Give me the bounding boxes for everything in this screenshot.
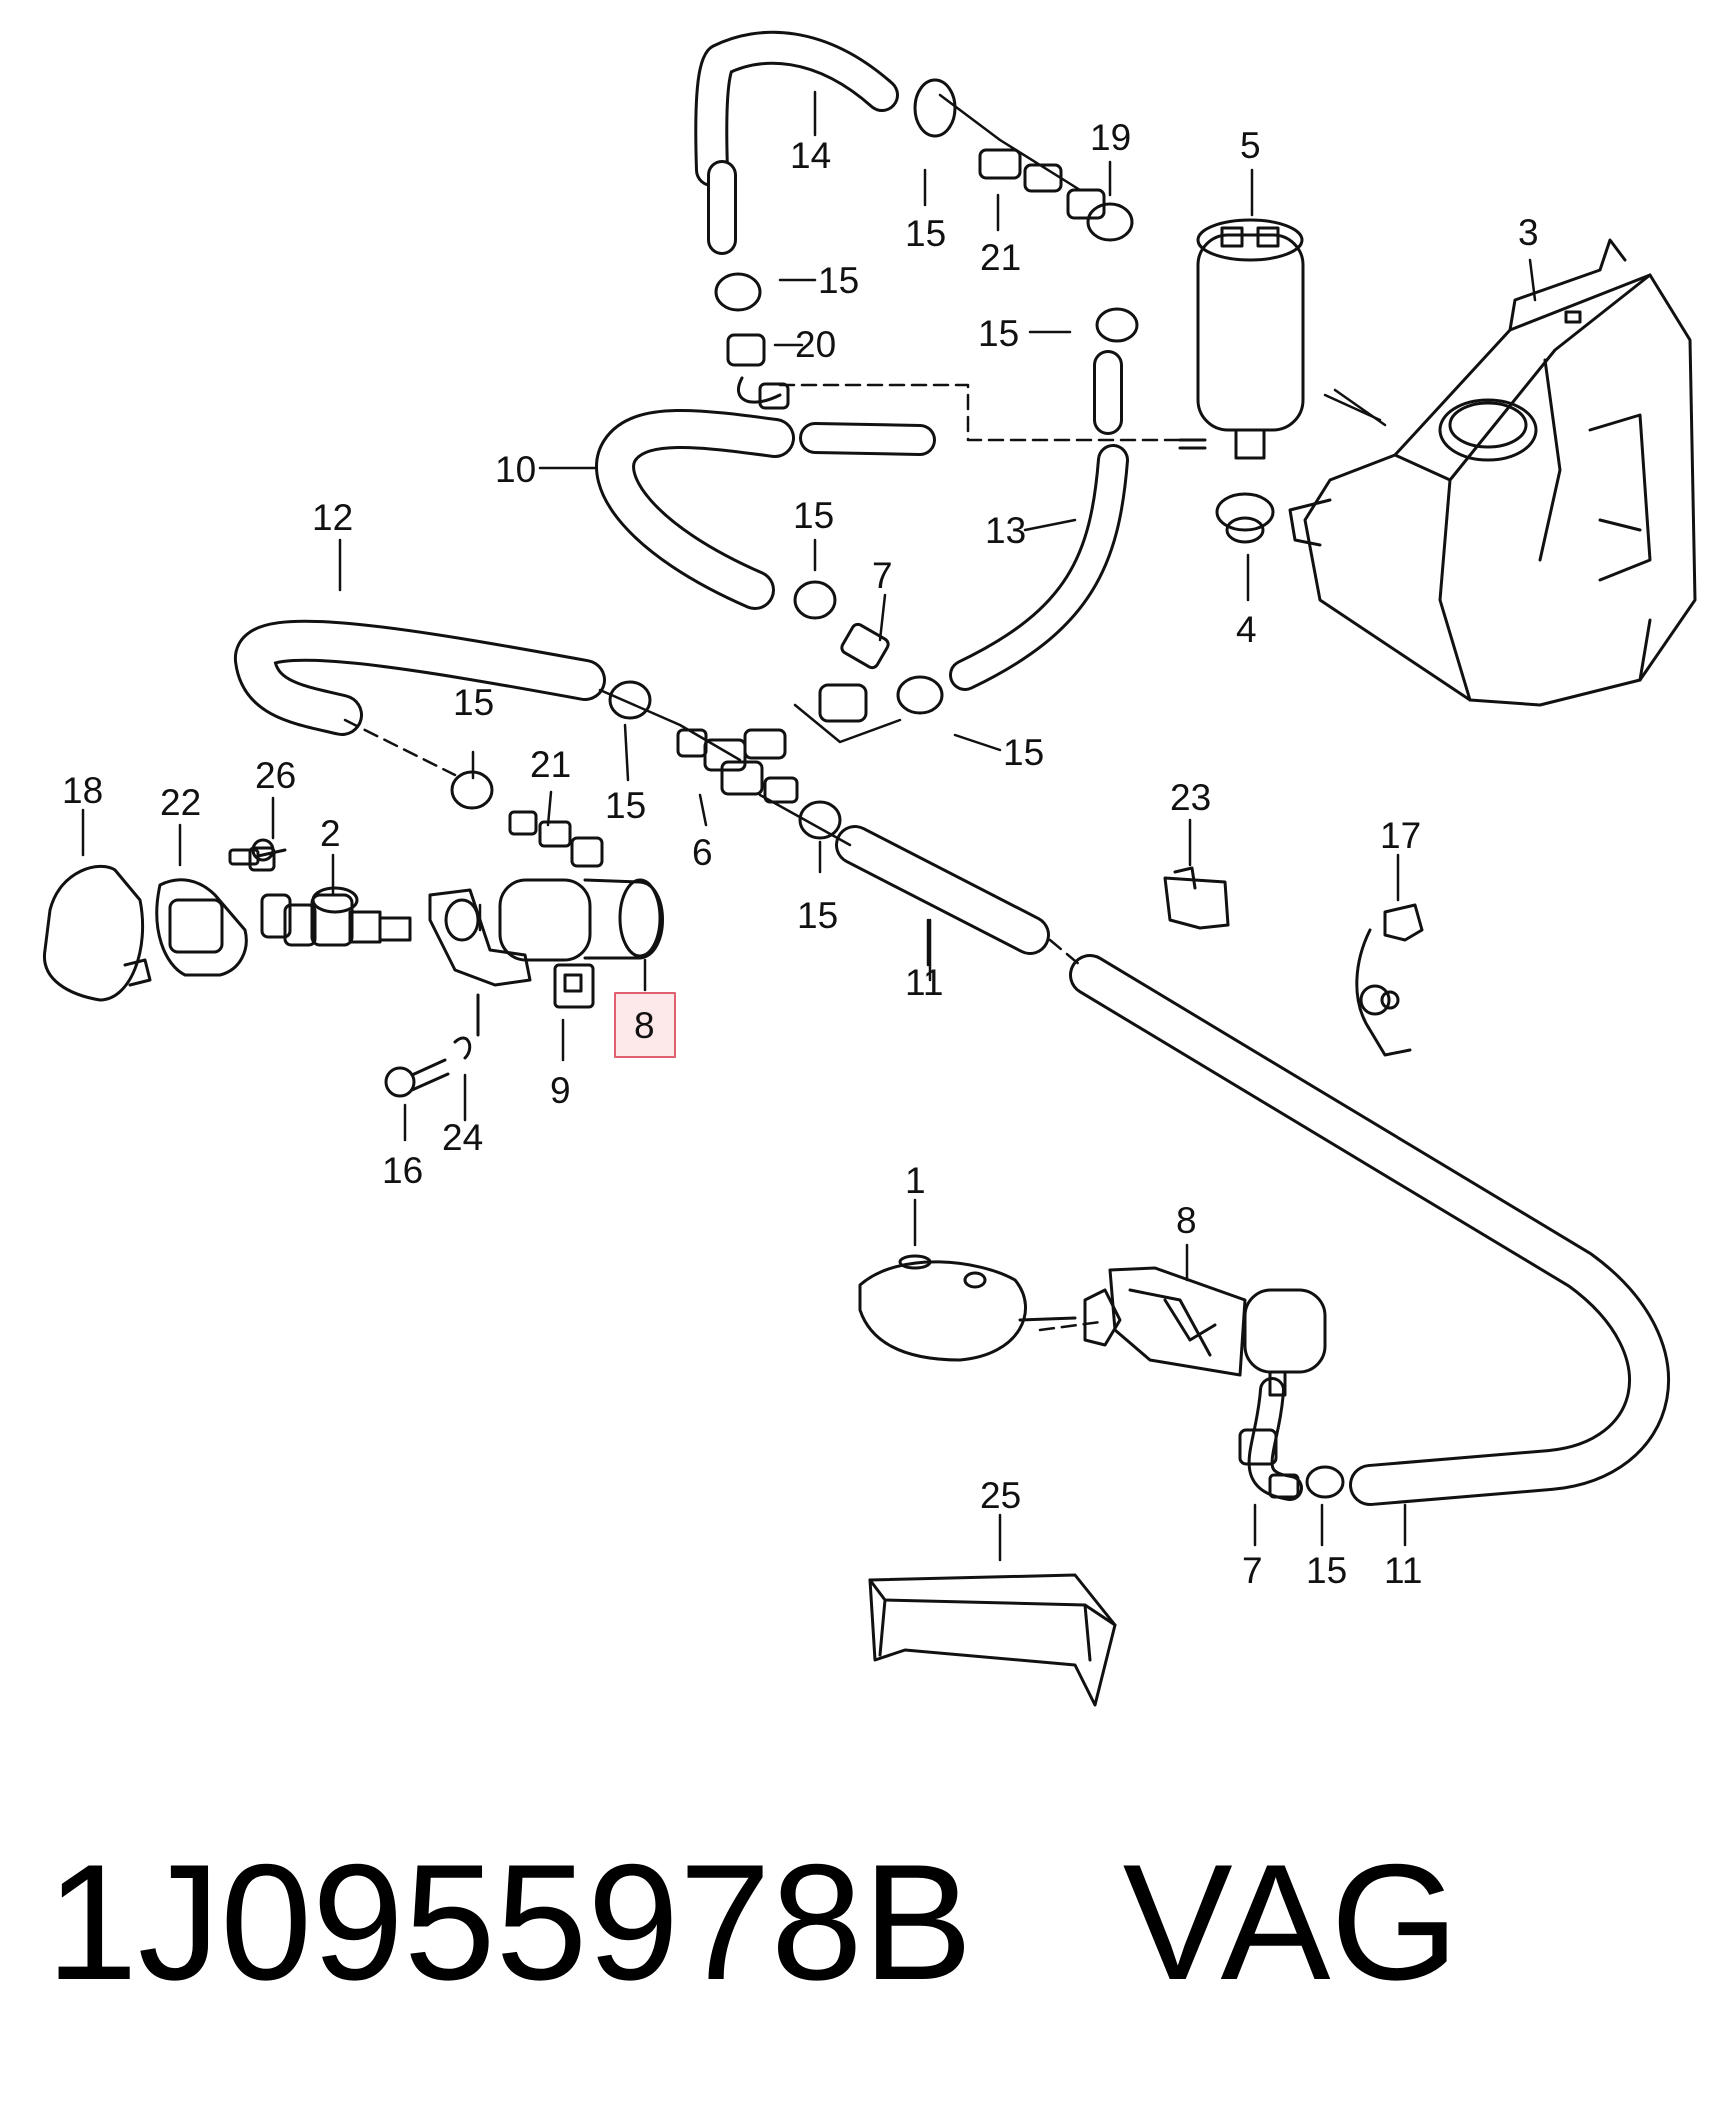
callout-3: 3: [1518, 212, 1539, 253]
callout-25: 25: [980, 1475, 1021, 1516]
left-leaders: [81, 723, 930, 1142]
callout-21b: 21: [530, 744, 571, 785]
connectors: [508, 148, 1300, 1499]
callout-12: 12: [312, 497, 353, 538]
callout-15g: 15: [605, 785, 646, 826]
callout-8b: 8: [1176, 1200, 1197, 1241]
hose-14: [694, 30, 899, 187]
callout-6: 6: [692, 832, 713, 873]
right-nozzle-assembly: [858, 1254, 1327, 1397]
callout-15a: 15: [905, 213, 946, 254]
callout-11a: 11: [905, 962, 943, 1003]
bracket-23: [1163, 866, 1230, 930]
callout-15e: 15: [1003, 732, 1044, 773]
parts-exploded-diagram: 1 2 3 4 5 6 7 7 8 8 9 10 11 11 12 13 14 …: [43, 30, 1697, 1707]
callout-labels: 1 2 3 4 5 6 7 7 8 8 9 10 11 11 12 13 14 …: [62, 117, 1539, 1591]
hose-10-short: [799, 422, 936, 456]
callout-16: 16: [382, 1150, 423, 1191]
callout-4: 4: [1236, 609, 1257, 650]
hose-8b-elbow: [1247, 1377, 1303, 1501]
washer-reservoir: [1288, 238, 1697, 707]
misc-leaders: [338, 90, 1112, 982]
callout-23: 23: [1170, 777, 1211, 818]
left-nozzle-assembly: [43, 838, 664, 1098]
callout-17: 17: [1380, 815, 1421, 856]
footer-caption: 1J0955978B VAG: [46, 1822, 1646, 2022]
callout-15c: 15: [978, 313, 1019, 354]
callout-22: 22: [160, 782, 201, 823]
callout-15i: 15: [1306, 1550, 1347, 1591]
hose-10: [595, 409, 795, 610]
hose-clamps: [450, 78, 1345, 1499]
callout-21a: 21: [980, 237, 1021, 278]
hose-12: [234, 619, 606, 736]
callout-9: 9: [550, 1070, 571, 1111]
callout-24: 24: [442, 1117, 483, 1158]
callout-11b: 11: [1384, 1550, 1422, 1591]
callout-18: 18: [62, 770, 103, 811]
leader-3: [1528, 258, 1537, 302]
callout-15f: 15: [453, 682, 494, 723]
leader-3b: [1333, 388, 1387, 427]
callout-19: 19: [1090, 117, 1131, 158]
callout-15h: 15: [797, 895, 838, 936]
callout-15d: 15: [793, 495, 834, 536]
cover-25: [868, 1573, 1117, 1707]
callout-2: 2: [320, 813, 341, 854]
hose-11-upper: [835, 825, 1050, 955]
dashed-leaders: [343, 383, 1182, 1332]
callout-7a: 7: [872, 555, 893, 596]
grommet: [1215, 492, 1275, 544]
part-number: 1J0955978B: [46, 1830, 973, 2014]
washer-pump: [1178, 218, 1305, 460]
callout-14: 14: [790, 135, 831, 176]
clip-17: [1355, 903, 1424, 1057]
callout-13: 13: [985, 510, 1026, 551]
hose-13: [949, 444, 1129, 691]
callout-10: 10: [495, 449, 536, 490]
callout-26: 26: [255, 755, 296, 796]
right-leaders: [913, 1198, 1407, 1547]
callout-5: 5: [1240, 125, 1261, 166]
callout-20: 20: [795, 324, 836, 365]
callout-1: 1: [905, 1160, 926, 1201]
callout-7b: 7: [1242, 1550, 1263, 1591]
highlight-box: [614, 992, 676, 1058]
hose-11-long: [1069, 954, 1670, 1506]
brand-name: VAG: [1122, 1830, 1459, 2014]
callout-8a: 8: [634, 1005, 655, 1046]
callout-15b: 15: [818, 260, 859, 301]
